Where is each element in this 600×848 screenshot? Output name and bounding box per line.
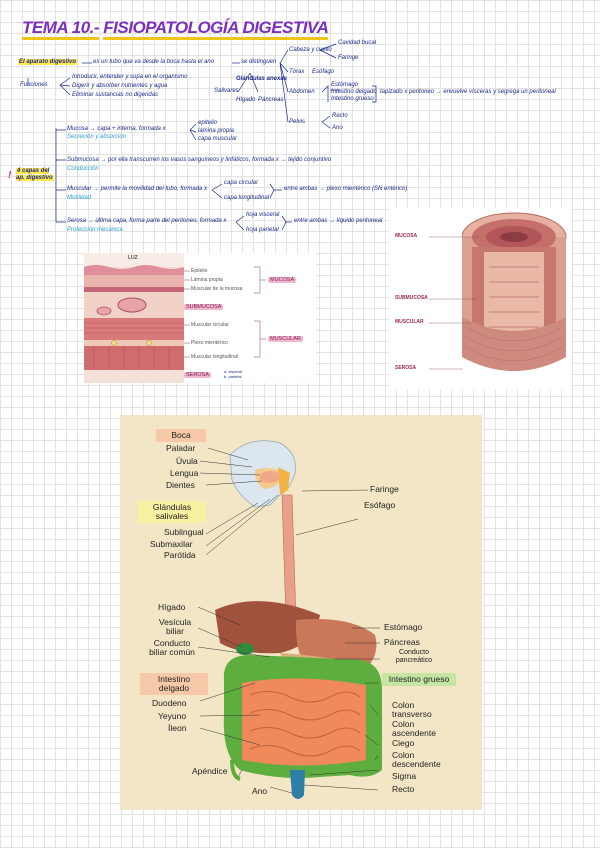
- mucosa-item-1: epitelio: [198, 120, 218, 126]
- label-conducto-biliar: Conducto biliar común: [149, 638, 195, 657]
- title-number: TEMA 10.-: [22, 18, 100, 40]
- label-faringe: Faringe: [370, 484, 399, 494]
- anatomy-figure: Boca Glándulas salivales Intestino delga…: [120, 415, 482, 810]
- label-colon-transverso: Colon transverso: [392, 700, 432, 719]
- capa-serosa-function: Protección mecánica: [67, 227, 123, 233]
- label-esofago: Esófago: [364, 500, 396, 510]
- glandulas-anexas: Glándulas anexas: [236, 76, 288, 82]
- label-colon-descendente: Colon descendente: [392, 750, 441, 769]
- label-ciego: Ciego: [392, 738, 415, 748]
- mucosa-item-3: capa muscular: [198, 136, 238, 142]
- label-higado: Hígado: [158, 602, 186, 612]
- definition: es un tubo que va desde la boca hasta el…: [93, 59, 215, 65]
- region-pelvis: Pelvis: [289, 119, 306, 125]
- label-sublingual: Sublingual: [164, 527, 204, 537]
- serosa-note: a. visceral b. parietal: [224, 369, 243, 379]
- region-head: Cabeza y cuello: [289, 47, 332, 53]
- peritoneo-note: tapizado x peritoneo → envuelve vísceras…: [380, 89, 556, 95]
- layer-serosa: SEROSA: [184, 372, 211, 378]
- function-1: Introducir, entender y sopa en el organi…: [72, 74, 188, 80]
- label-submaxilar: Submaxilar: [150, 539, 193, 549]
- esofago-text: Esófago: [312, 69, 335, 75]
- salivares-text: Salivares: [214, 88, 239, 94]
- label-uvula: Úvula: [176, 456, 198, 466]
- mucosa-item-2: lámina propia: [198, 128, 235, 134]
- group-mucosa: MUCOSA: [268, 277, 297, 283]
- cavidad-bucal: Cavidad bucal: [338, 40, 377, 46]
- label-estomago: Estómago: [384, 622, 423, 632]
- tube-label-submucosa: SUBMUCOSA: [395, 295, 428, 301]
- tube-label-mucosa: MUCOSA: [395, 233, 418, 239]
- box-intestino-delgado: Intestino delgado: [140, 673, 208, 695]
- pancreas-text: Páncreas: [258, 97, 284, 103]
- box-boca: Boca: [156, 429, 206, 442]
- pelvis-item-1: Recto: [332, 113, 348, 119]
- label-recto: Recto: [392, 784, 415, 794]
- serosa-extra: entre ambas → líquido peritoneal: [294, 218, 383, 224]
- layer-muscular-circular: Muscular circular: [191, 322, 229, 328]
- capa-submucosa-function: Conducción: [67, 166, 99, 172]
- layer-lamina-propia: Lámina propia: [191, 277, 223, 283]
- layer-muscular-mucosa: Muscular de la mucosa: [191, 286, 243, 292]
- group-muscular: MUSCULAR: [268, 336, 303, 342]
- function-3: Eliminar sustancias no digeridas: [72, 92, 159, 98]
- distinguen-label: se distinguen: [241, 59, 277, 65]
- title-text: FISIOPATOLOGÍA DIGESTIVA: [103, 18, 329, 40]
- label-yeyuno: Yeyuno: [158, 711, 187, 721]
- label-pancreas: Páncreas: [384, 637, 420, 647]
- layer-plexo: Plexo mientérico: [191, 340, 228, 346]
- capa-mucosa-function: Secreción y absorción: [67, 134, 127, 140]
- exclamation-icon: !: [8, 170, 12, 181]
- tube-illustration: [389, 212, 567, 390]
- luz-label: LUZ: [128, 255, 138, 261]
- layer-submucosa: SUBMUCOSA: [184, 304, 224, 310]
- pelvis-item-2: Ano: [332, 125, 343, 131]
- label-lengua: Lengua: [170, 468, 199, 478]
- abdomen-item-1: Estómago: [331, 82, 359, 88]
- layers-illustration: [84, 253, 266, 383]
- page-title: TEMA 10.- FISIOPATOLOGÍA DIGESTIVA: [22, 18, 329, 40]
- label-dientes: Dientes: [166, 480, 195, 490]
- abdomen-item-2: Intestino delgado: [331, 89, 377, 95]
- layers-figure: LUZ Epitelio Lámina propia Muscular de l…: [84, 253, 316, 383]
- region-abdomen: Abdomen: [289, 89, 315, 95]
- label-duodeno: Duodeno: [152, 698, 187, 708]
- muscular-extra: entre ambas → plexo mientérico (SN entér…: [284, 186, 408, 192]
- muscular-item-2: capa longitudinal: [224, 195, 270, 201]
- higado-text: Hígado: [236, 97, 256, 103]
- concept-map-lines: [27, 43, 377, 231]
- label-conducto-pancreatico: Conducto pancreático: [395, 649, 433, 664]
- tube-figure: MUCOSA SUBMUCOSA MUSCULAR SEROSA: [389, 207, 572, 390]
- tube-label-serosa: SEROSA: [395, 365, 417, 371]
- faringe-text: Faringe: [338, 55, 359, 61]
- function-2: Digerir y absorber nutrientes y agua: [72, 83, 168, 89]
- label-vesicula: Vesícula biliar: [158, 617, 192, 636]
- capas-label: 4 capas del ap. digestivo: [16, 168, 54, 181]
- main-concept: El aparato digestivo: [18, 59, 78, 65]
- box-intestino-grueso: Intestino grueso: [382, 673, 456, 686]
- label-paladar: Paladar: [166, 443, 196, 453]
- layer-epitelio: Epitelio: [191, 268, 208, 274]
- label-apendice: Apéndice: [192, 766, 228, 776]
- serosa-item-1: hoja visceral: [246, 212, 280, 218]
- label-ileon: Íleon: [168, 723, 187, 733]
- capa-mucosa: Mucosa → capa + interna, formada x: [67, 126, 166, 132]
- capa-submucosa: Submucosa → por ella transcurren los vas…: [67, 157, 332, 163]
- label-colon-ascendente: Colon ascendente: [392, 719, 436, 738]
- capa-serosa: Serosa → última capa, forma parte del pe…: [67, 218, 227, 224]
- muscular-item-1: capa circular: [224, 180, 259, 186]
- capa-muscular: Muscular → permite la movilidad del tubo…: [67, 186, 208, 192]
- abdomen-item-3: Intestino grueso: [331, 96, 374, 102]
- digestive-system-illustration: [197, 440, 382, 799]
- label-ano: Ano: [252, 786, 268, 796]
- functions-label: Funciones: [20, 82, 48, 88]
- serosa-item-2: hoja parietal: [246, 227, 279, 233]
- tube-label-muscular: MUSCULAR: [395, 319, 424, 325]
- region-torax: Tórax: [289, 69, 305, 75]
- box-glandulas-salivales: Glándulas salivales: [138, 501, 206, 523]
- capa-muscular-function: Motilidad: [67, 195, 92, 201]
- label-parotida: Parótida: [164, 550, 196, 560]
- layer-muscular-longitudinal: Muscular longitudinal: [191, 354, 238, 360]
- label-sigma: Sigma: [392, 771, 417, 781]
